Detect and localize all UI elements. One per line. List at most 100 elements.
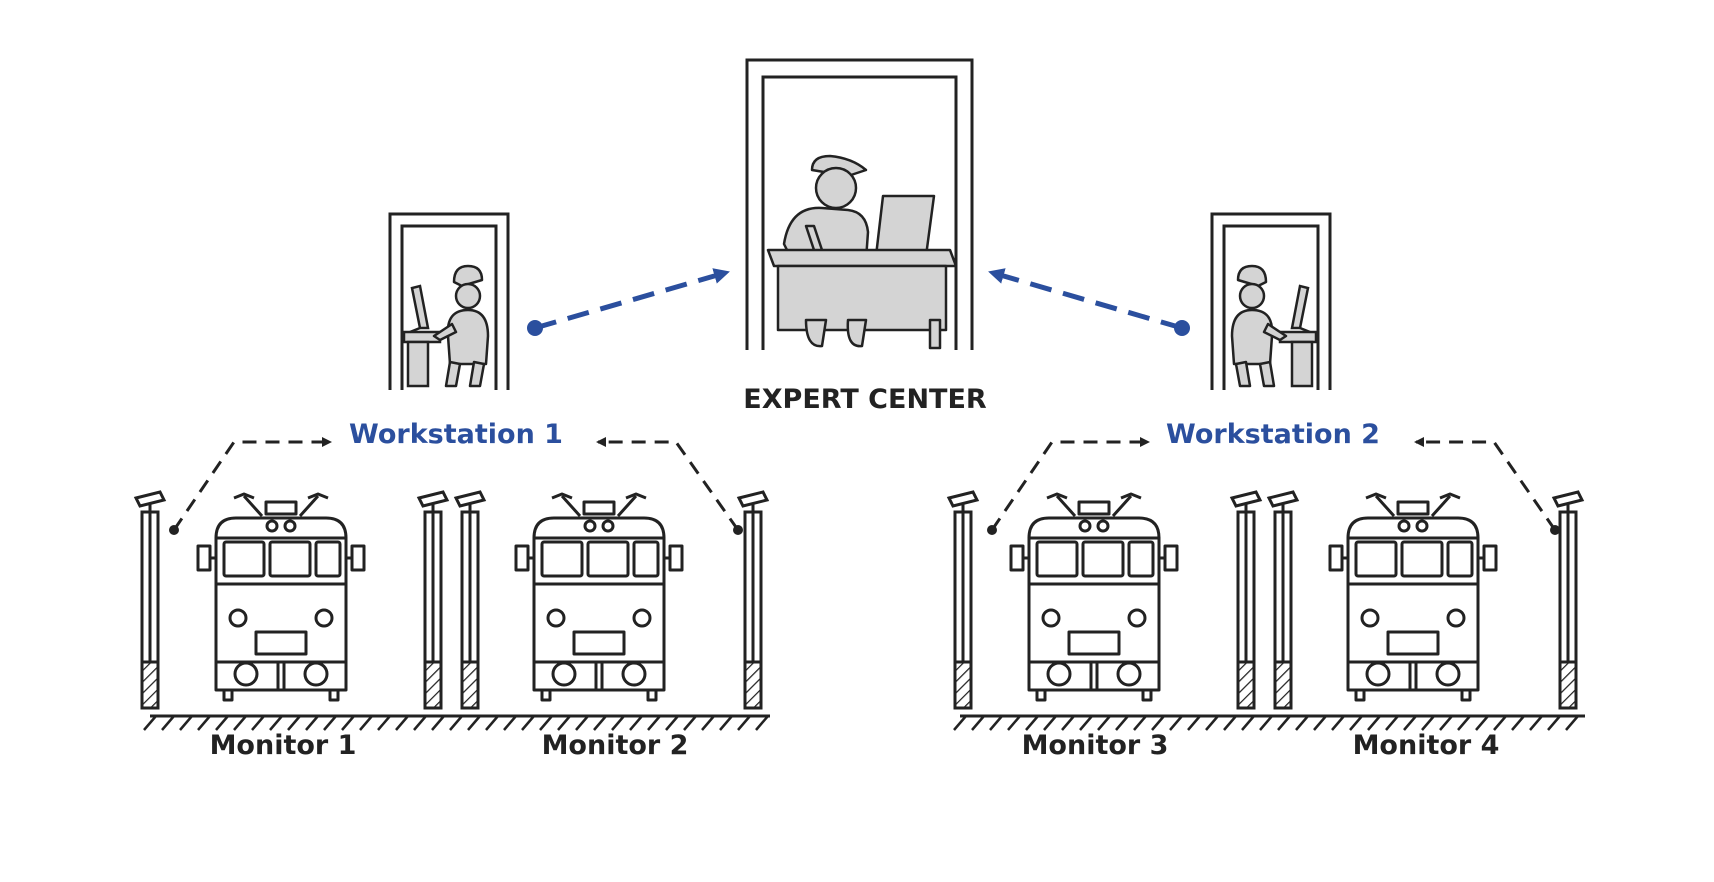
ground-hatch-tick [431,715,445,731]
ground-hatch-tick [1313,715,1327,731]
ground-hatch-tick [1061,715,1075,731]
monitor-4-label: Monitor 4 [1353,730,1500,761]
camera-3-to-workstation-2-arrow [990,437,1150,531]
camera-pole-3b [1230,490,1262,710]
ground-hatch-tick [1205,715,1219,731]
camera-pole-3a [947,490,979,710]
ground-hatch-tick [323,715,337,731]
ground-hatching [143,715,1579,731]
camera-4-to-workstation-2-arrow [1414,437,1557,531]
ground-hatch-tick [1151,715,1165,731]
workstation-2-to-expert-arrow [988,268,1190,336]
workstation-2-booth [1210,212,1332,392]
workstation-1-to-expert-arrow [527,268,730,336]
ground-hatch-tick [1457,715,1471,731]
camera-4-dot [1550,525,1560,535]
camera-1-to-workstation-1-arrow [172,437,332,531]
camera-pole-1b [417,490,449,710]
ground-hatch-tick [611,715,625,731]
workstation-2-label: Workstation 2 [1166,419,1380,450]
ground-hatch-tick [1493,715,1507,731]
ground-hatch-tick [233,715,247,731]
ground-hatch-tick [1097,715,1111,731]
ground-hatch-tick [485,715,499,731]
ground-hatch-tick [953,715,967,731]
ground-hatch-tick [1259,715,1273,731]
camera-pole-4b [1552,490,1584,710]
ground-hatch-tick [161,715,175,731]
ground-hatch-tick [593,715,607,731]
ground-hatch-tick [755,715,769,731]
ground-hatch-tick [1277,715,1291,731]
ground-hatch-tick [197,715,211,731]
workstation-1-label: Workstation 1 [349,419,563,450]
ground-hatch-tick [449,715,463,731]
ground-hatch-tick [1079,715,1093,731]
ground-hatch-tick [701,715,715,731]
locomotive-2 [514,492,684,702]
ground-hatch-tick [413,715,427,731]
ground-hatch-tick [305,715,319,731]
ground-hatch-tick [269,715,283,731]
locomotive-3 [1009,492,1179,702]
ground-hatch-tick [971,715,985,731]
monitor-1-label: Monitor 1 [210,730,357,761]
expert-center-label: EXPERT CENTER [743,384,987,415]
ground-hatch-tick [341,715,355,731]
ground-hatch-tick [503,715,517,731]
camera-1-dot [169,525,179,535]
camera-3-dot [987,525,997,535]
ground-hatch-tick [719,715,733,731]
camera-pole-2a [454,490,486,710]
ground-hatch-tick [1349,715,1363,731]
ground-hatch-tick [1547,715,1561,731]
camera-pole-2b [737,490,769,710]
ground-hatch-tick [1421,715,1435,731]
camera-2-dot [733,525,743,535]
ground-hatch-tick [1043,715,1057,731]
ground-hatch-tick [359,715,373,731]
ground-hatch-tick [683,715,697,731]
camera-2-to-workstation-1-arrow [596,437,740,531]
locomotive-1 [196,492,366,702]
ground-hatch-tick [377,715,391,731]
ground-hatch-tick [1223,715,1237,731]
ground-hatch-tick [1169,715,1183,731]
ground-hatch-tick [1475,715,1489,731]
ground-hatch-tick [143,715,157,731]
ground-hatch-tick [1025,715,1039,731]
ground-hatch-tick [1367,715,1381,731]
ground-hatch-tick [1331,715,1345,731]
ground-hatch-tick [1403,715,1417,731]
ground-hatch-tick [1295,715,1309,731]
ground-hatch-tick [1241,715,1255,731]
ground-hatch-tick [665,715,679,731]
ground-hatch-tick [1529,715,1543,731]
camera-pole-4a [1267,490,1299,710]
ground-hatch-tick [1511,715,1525,731]
camera-pole-1a [134,490,166,710]
ground-hatch-tick [737,715,751,731]
ground-hatch-tick [1385,715,1399,731]
ground-hatch-tick [575,715,589,731]
ground-hatch-tick [1007,715,1021,731]
ground-hatch-tick [989,715,1003,731]
monitor-2-label: Monitor 2 [542,730,689,761]
ground-hatch-tick [1439,715,1453,731]
ground-hatch-tick [395,715,409,731]
ground-hatch-tick [1115,715,1129,731]
expert-center-building [745,58,974,350]
ground-hatch-tick [539,715,553,731]
ground-hatch-tick [1565,715,1579,731]
ground-hatch-tick [629,715,643,731]
ground-hatch-tick [287,715,301,731]
ground-hatch-tick [215,715,229,731]
ground-hatch-tick [251,715,265,731]
ground-hatch-tick [521,715,535,731]
ground-hatch-tick [1133,715,1147,731]
expert-figure [766,154,958,350]
workstation-1-booth [388,212,510,392]
ground-hatch-tick [557,715,571,731]
ground-hatch-tick [1187,715,1201,731]
